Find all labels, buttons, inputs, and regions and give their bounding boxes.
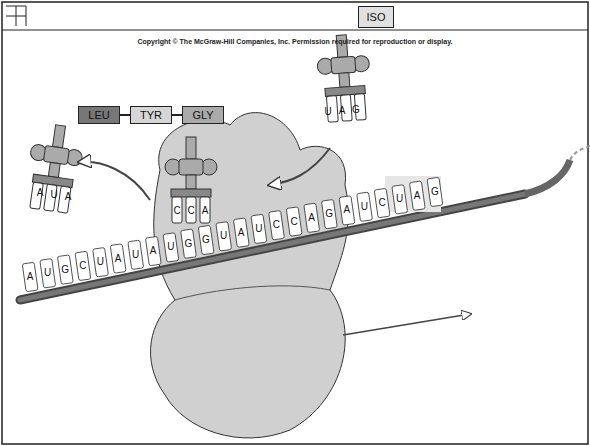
anticodon-base: U	[324, 106, 331, 117]
codon-base: A	[308, 211, 315, 222]
header-rule	[2, 30, 588, 31]
nucleotide-stubs	[22, 177, 443, 291]
nucleotide	[357, 192, 373, 221]
anticodon-base: A	[37, 187, 44, 198]
amino-acid-name: GLY	[192, 109, 213, 121]
nucleotide	[93, 248, 109, 277]
codon-base: U	[44, 267, 51, 278]
nucleotide	[427, 177, 443, 206]
codon-base: U	[167, 241, 174, 252]
nucleotide	[216, 222, 232, 251]
mrna-strand	[20, 146, 590, 300]
codon-base: G	[431, 185, 439, 196]
nucleotide	[75, 251, 91, 280]
nucleotide	[392, 185, 408, 214]
codon-base: U	[255, 222, 262, 233]
anticodon-base: U	[50, 189, 57, 200]
codon-base: A	[150, 245, 157, 256]
codon-base: C	[378, 197, 385, 208]
nucleotide	[110, 244, 126, 273]
nucleotide	[374, 188, 390, 217]
codon-base: C	[273, 219, 280, 230]
nucleotide	[198, 225, 214, 254]
codon-base: U	[220, 230, 227, 241]
nucleotide	[409, 181, 425, 210]
nucleotide	[286, 207, 302, 236]
anticodon-base: A	[65, 191, 72, 202]
codon-base: U	[132, 248, 139, 259]
amino-acid-name: LEU	[88, 109, 109, 121]
peptide-bond	[172, 114, 182, 116]
nucleotide	[40, 259, 56, 288]
nucleotide	[251, 214, 267, 243]
codon-base: A	[115, 252, 122, 263]
nucleotide	[233, 218, 249, 247]
codon-base: G	[202, 234, 210, 245]
amino-acid-name: ISO	[367, 11, 386, 23]
anticodon-base: C	[187, 205, 194, 216]
codon-base: A	[343, 204, 350, 215]
codon-base: G	[61, 263, 69, 274]
nucleotide	[145, 236, 161, 265]
codon-base: U	[396, 193, 403, 204]
nucleotide	[321, 199, 337, 228]
nucleotide	[304, 203, 320, 232]
corner-mark	[6, 6, 26, 26]
nucleotide	[57, 255, 73, 284]
codon-base: A	[238, 226, 245, 237]
nucleotide	[128, 240, 144, 269]
codon-base: G	[185, 237, 193, 248]
amino-acid-box: LEU	[78, 106, 120, 124]
codon-base: U	[361, 200, 368, 211]
anticodon-base: A	[339, 105, 346, 116]
movement-arrow	[343, 314, 470, 335]
nucleotide	[269, 211, 285, 240]
codon-base: C	[290, 215, 297, 226]
entry-arrow	[270, 148, 330, 185]
codon-base: U	[97, 256, 104, 267]
copyright-notice: Copyright © The McGraw-Hill Companies, I…	[0, 38, 590, 45]
codon-base: A	[27, 271, 34, 282]
trna	[315, 33, 373, 122]
codon-base: C	[79, 259, 86, 270]
codon-base: G	[325, 208, 333, 219]
codon-base: A	[414, 189, 421, 200]
nucleotide	[339, 196, 355, 225]
anticodon-base: C	[173, 205, 180, 216]
ribosome	[151, 113, 349, 438]
anticodon-base: A	[202, 205, 209, 216]
anticodon-base: G	[352, 104, 360, 115]
amino-acid-box: GLY	[182, 106, 224, 124]
exit-arrow	[80, 162, 150, 200]
amino-acid-box: ISO	[358, 6, 394, 28]
nucleotide	[181, 229, 197, 258]
amino-acid-name: TYR	[140, 109, 162, 121]
nucleotide	[163, 233, 179, 262]
nucleotide	[22, 262, 38, 291]
peptide-bond	[120, 114, 130, 116]
trna	[23, 122, 86, 214]
ribosome-subunit-line	[175, 286, 330, 300]
trna	[165, 137, 217, 223]
trna-molecules	[23, 33, 373, 223]
amino-acid-box: TYR	[130, 106, 172, 124]
